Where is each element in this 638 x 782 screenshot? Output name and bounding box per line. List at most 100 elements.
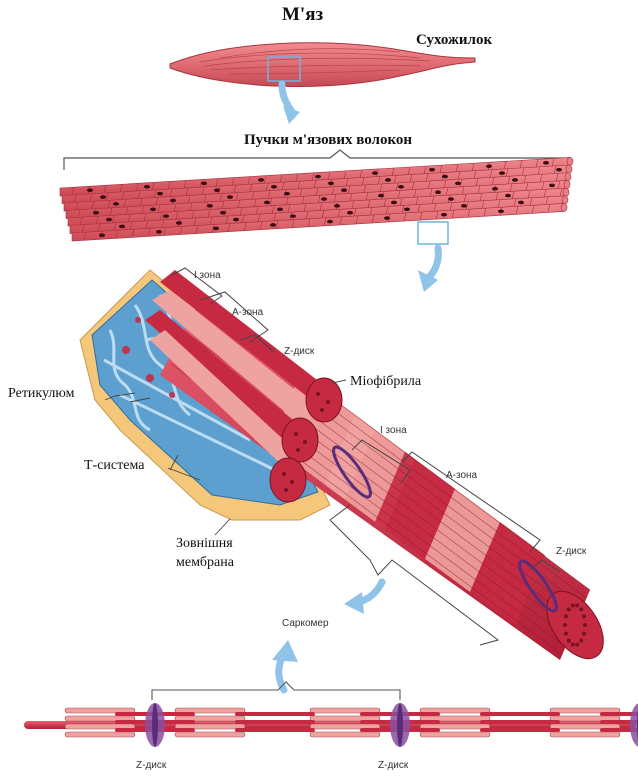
nucleus xyxy=(150,207,156,211)
nucleus xyxy=(498,209,504,213)
label-muscle: М'яз xyxy=(282,4,323,26)
myofilament-end xyxy=(567,639,571,643)
nucleus xyxy=(213,227,219,231)
nucleus xyxy=(341,188,347,192)
nucleus xyxy=(328,182,334,186)
nucleus xyxy=(214,188,220,192)
label-myofibril: Міофібрила xyxy=(350,374,421,390)
nucleus xyxy=(93,211,99,215)
nucleus xyxy=(99,233,105,237)
myofilament-end xyxy=(571,642,575,646)
zoom-arrow-2 xyxy=(418,248,438,292)
myofilament-end xyxy=(571,604,575,608)
zoom-arrow-1 xyxy=(282,84,300,124)
nucleus xyxy=(442,175,448,179)
nucleus xyxy=(157,192,163,196)
nucleus xyxy=(176,221,182,225)
thick-filament xyxy=(480,728,560,732)
nucleus xyxy=(207,204,213,208)
nucleus xyxy=(315,175,321,179)
z-disk xyxy=(630,703,638,747)
nucleus xyxy=(391,201,397,205)
label-sarcomere: Саркомер xyxy=(282,618,329,629)
myofilament-end xyxy=(579,607,583,611)
z-disk-unit xyxy=(310,703,490,747)
nucleus xyxy=(404,207,410,211)
nucleus xyxy=(398,185,404,189)
nucleus xyxy=(512,178,518,182)
nucleus xyxy=(429,168,435,172)
sarcomere-row-bracket xyxy=(152,682,400,700)
myofilament-end xyxy=(582,632,586,636)
label-i-zone-mid: I зона xyxy=(380,425,407,436)
label-t-system: Т-система xyxy=(84,458,144,474)
sarcomere-row xyxy=(24,703,638,747)
nucleus xyxy=(220,211,226,215)
zoom-arrow-3 xyxy=(344,582,382,614)
nucleus xyxy=(435,190,441,194)
muscle-fiber-detail xyxy=(80,270,615,669)
label-outer-membrane-2: мембрана xyxy=(176,555,234,571)
nucleus xyxy=(170,199,176,203)
thick-filament xyxy=(480,712,560,716)
nucleus xyxy=(106,218,112,222)
nucleus xyxy=(455,182,461,186)
myofilament-end xyxy=(567,607,571,611)
nucleus xyxy=(156,230,162,234)
nucleus xyxy=(100,195,106,199)
myofilament-end xyxy=(575,604,579,608)
nucleus xyxy=(284,192,290,196)
thick-filament xyxy=(235,720,315,724)
label-a-zone-top: А-зона xyxy=(232,307,263,318)
nucleus xyxy=(505,194,511,198)
nucleus xyxy=(119,225,125,229)
nucleus xyxy=(87,188,93,192)
nucleus xyxy=(378,194,384,198)
nucleus xyxy=(334,204,340,208)
label-z-disk-right: Z-диск xyxy=(556,546,586,557)
nucleus xyxy=(448,197,454,201)
nucleus xyxy=(201,182,207,186)
label-tendon: Сухожилок xyxy=(416,32,492,49)
nucleus xyxy=(384,216,390,220)
nucleus xyxy=(385,178,391,182)
z-disk-unit xyxy=(65,703,245,747)
nucleus xyxy=(556,168,562,172)
myofilament-end xyxy=(575,642,579,646)
zoom-box-fiber xyxy=(418,222,448,244)
myofilament-end xyxy=(563,623,567,627)
nucleus xyxy=(543,161,549,165)
nucleus xyxy=(518,201,524,205)
label-z-disk-bottom-left: Z-диск xyxy=(136,760,166,771)
nucleus xyxy=(461,204,467,208)
nucleus xyxy=(441,213,447,217)
myofilament-end xyxy=(582,614,586,618)
nucleus xyxy=(499,171,505,175)
nucleus xyxy=(258,178,264,182)
label-fiber-bundles: Пучки м'язових волокон xyxy=(244,132,412,149)
nucleus xyxy=(113,202,119,206)
thick-filament xyxy=(480,720,560,724)
nucleus xyxy=(327,220,333,224)
myofilament-end xyxy=(583,623,587,627)
nucleus xyxy=(290,214,296,218)
nucleus xyxy=(144,185,150,189)
thick-filament xyxy=(235,728,315,732)
nucleus xyxy=(347,211,353,215)
nucleus xyxy=(271,185,277,189)
nucleus xyxy=(486,164,492,168)
myofilament-end xyxy=(579,639,583,643)
myofilament-end xyxy=(564,614,568,618)
thick-filament xyxy=(235,712,315,716)
nucleus xyxy=(227,195,233,199)
label-outer-membrane-1: Зовнішня xyxy=(176,536,233,552)
nucleus xyxy=(492,187,498,191)
nucleus xyxy=(277,207,283,211)
nucleus xyxy=(233,218,239,222)
nucleus xyxy=(270,223,276,227)
muscle-shape xyxy=(170,43,475,87)
label-i-zone-top: I зона xyxy=(194,270,221,281)
nucleus xyxy=(321,197,327,201)
